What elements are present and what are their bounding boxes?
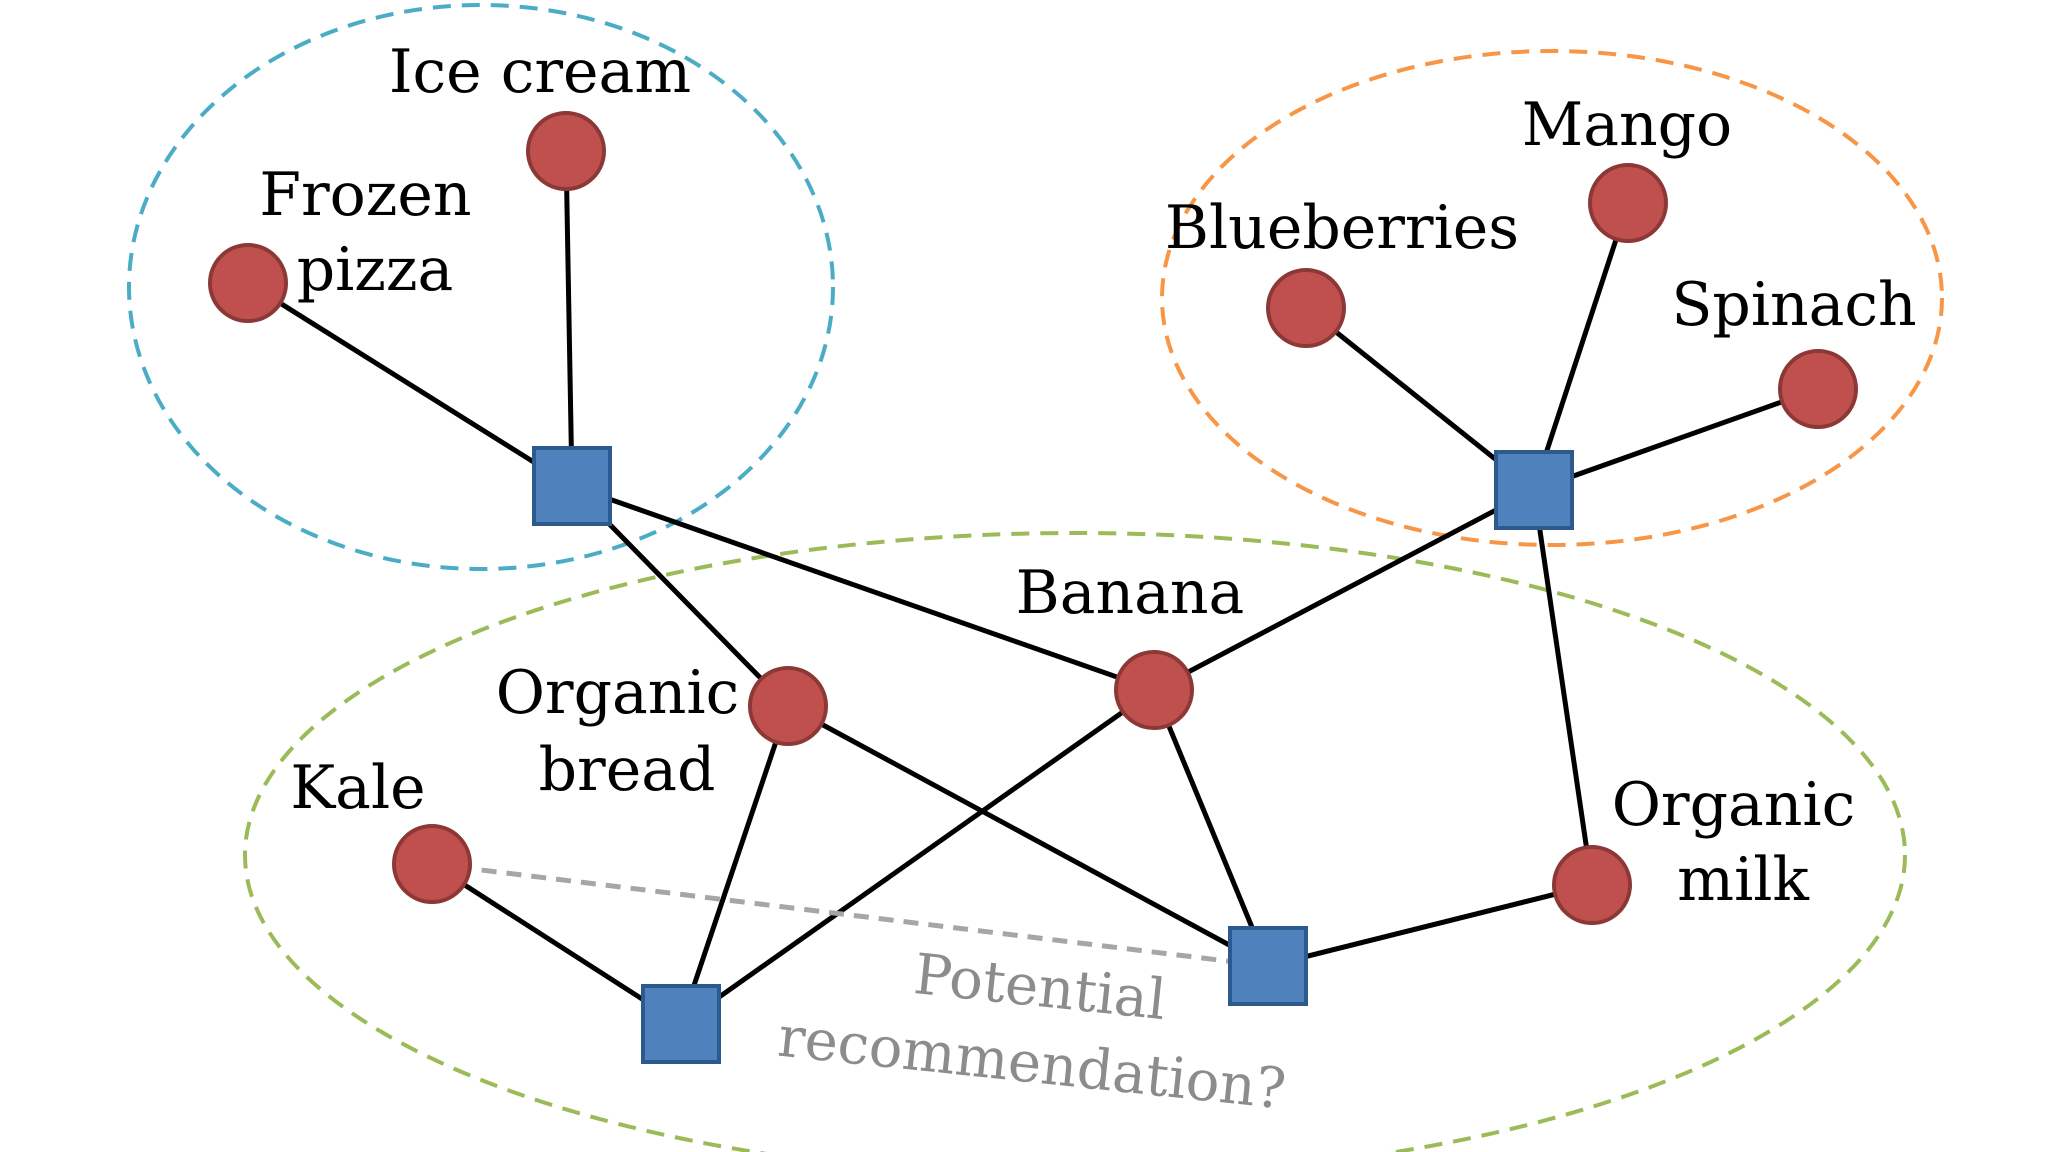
transaction-node-1 — [532, 446, 612, 526]
label-potential-recommendation: Potential recommendation? — [775, 942, 1289, 1122]
edge-t2-organicmilk — [1531, 489, 1595, 886]
transaction-node-3 — [641, 984, 721, 1064]
edge-t2-banana — [1152, 487, 1536, 693]
label-organic-milk: Organic milk — [1612, 770, 1875, 915]
cluster-organic — [243, 531, 1907, 1152]
svg-text:recommendation?: recommendation? — [775, 1005, 1289, 1123]
transaction-node-4 — [1228, 926, 1308, 1006]
item-node-banana — [1114, 650, 1194, 730]
edge-t4-organicmilk — [1267, 882, 1593, 969]
item-node-blueberries — [1266, 268, 1346, 348]
item-node-ice-cream — [526, 111, 606, 191]
cluster-fruit-veg — [1160, 49, 1944, 547]
transaction-node-2 — [1494, 450, 1574, 530]
label-blueberries: Blueberries — [1165, 193, 1519, 263]
edge-organicbread-t4 — [786, 703, 1270, 969]
edge-spinach-t2 — [1533, 386, 1819, 493]
item-node-mango — [1588, 163, 1668, 243]
label-frozen-pizza: Frozen pizza — [259, 160, 490, 305]
item-node-frozen-pizza — [208, 243, 288, 323]
svg-text:Potential: Potential — [911, 942, 1169, 1033]
edge-icecream-t1 — [563, 150, 575, 487]
label-banana: Banana — [1016, 558, 1245, 628]
edge-t1-banana — [571, 483, 1155, 693]
item-node-spinach — [1778, 349, 1858, 429]
potential-link — [431, 861, 1269, 969]
label-ice-cream: Ice cream — [389, 37, 691, 107]
label-spinach: Spinach — [1671, 270, 1916, 340]
edge-organicbread-t3 — [678, 705, 791, 1025]
item-node-kale — [392, 824, 472, 904]
edge-mango-t2 — [1531, 202, 1631, 491]
edge-banana-t3 — [679, 687, 1156, 1027]
label-organic-bread: Organic bread — [496, 658, 759, 805]
cluster-frozen-foods — [127, 3, 835, 571]
label-kale: Kale — [290, 753, 425, 823]
edge-frozenpizza-t1 — [246, 280, 574, 489]
edge-banana-t4 — [1151, 689, 1271, 967]
label-mango: Mango — [1522, 90, 1732, 160]
edge-kale-t3 — [430, 861, 683, 1027]
item-node-organic-milk — [1552, 845, 1632, 925]
item-node-organic-bread — [748, 666, 828, 746]
